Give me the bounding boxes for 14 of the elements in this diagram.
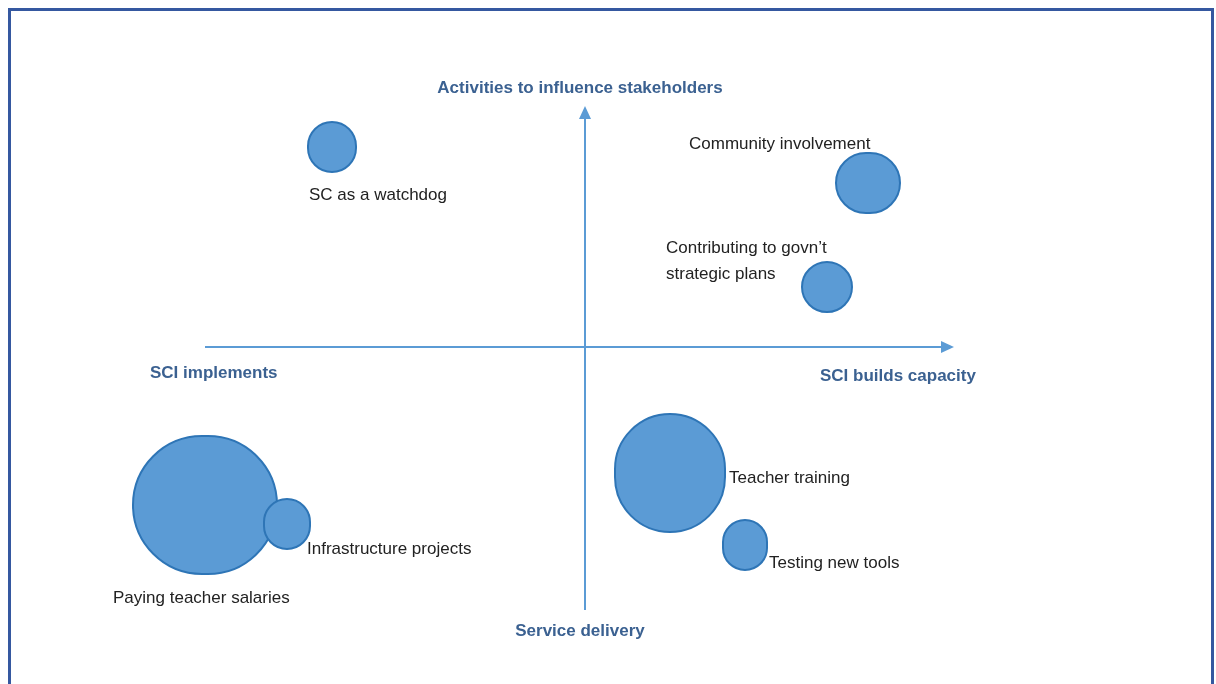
axis-label: Activities to influence stakeholders xyxy=(436,77,724,99)
axis-label: Service delivery xyxy=(514,620,646,642)
axis-label: SCI implements xyxy=(150,362,279,384)
bubble xyxy=(307,121,357,173)
bubble xyxy=(801,261,853,313)
bubble-label: SC as a watchdog xyxy=(309,184,448,206)
bubble-label: Community involvement xyxy=(689,133,872,155)
bubble-label: Infrastructure projects xyxy=(307,538,473,560)
bubble-label: Testing new tools xyxy=(769,552,901,574)
bubble xyxy=(722,519,768,571)
axis-label: SCI builds capacity xyxy=(820,365,977,387)
bubble-label: Teacher training xyxy=(729,467,851,489)
bubble-label: Paying teacher salaries xyxy=(113,587,291,609)
bubble-label: Contributing to govn’t strategic plans xyxy=(666,237,828,285)
